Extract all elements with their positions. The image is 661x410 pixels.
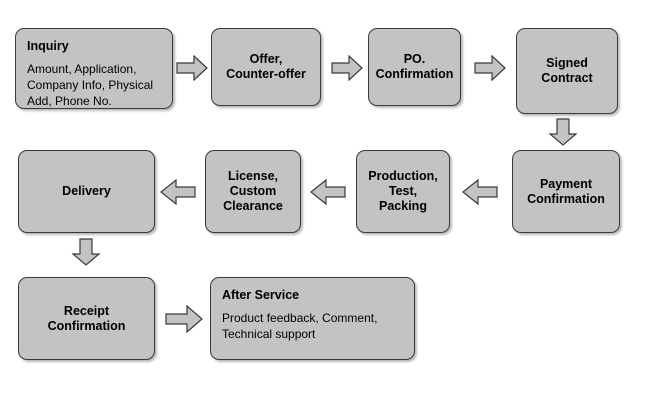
node-production-test-packing-title: Production, Test, Packing	[368, 169, 438, 213]
node-payment-confirmation[interactable]: Payment Confirmation	[512, 150, 620, 233]
node-signed-contract-title: Signed Contract	[541, 56, 593, 85]
node-inquiry[interactable]: Inquiry Amount, Application, Company Inf…	[15, 28, 173, 109]
node-po-confirmation[interactable]: PO. Confirmation	[368, 28, 461, 106]
node-offer-title: Offer, Counter-offer	[226, 52, 306, 81]
node-delivery-title: Delivery	[62, 184, 111, 198]
arrow-right-icon-po-to-signed-contract	[474, 55, 506, 81]
node-production-test-packing[interactable]: Production, Test, Packing	[356, 150, 450, 233]
node-signed-contract[interactable]: Signed Contract	[516, 28, 618, 114]
arrow-right-icon-inquiry-to-offer	[176, 55, 208, 81]
arrow-right-icon-receipt-to-after-service	[165, 305, 203, 333]
node-receipt-confirmation[interactable]: Receipt Confirmation	[18, 277, 155, 360]
node-after-service-content: After Service Product feedback, Comment,…	[211, 278, 414, 351]
node-offer[interactable]: Offer, Counter-offer	[211, 28, 321, 106]
node-after-service-body: Product feedback, Comment, Technical sup…	[222, 311, 378, 341]
node-inquiry-body: Amount, Application, Company Info, Physi…	[27, 62, 154, 108]
arrow-down-icon-signed-contract-to-payment	[548, 118, 578, 146]
arrow-left-icon-production-to-license	[310, 179, 346, 205]
node-inquiry-content: Inquiry Amount, Application, Company Inf…	[16, 29, 172, 118]
node-payment-confirmation-title: Payment Confirmation	[527, 176, 605, 206]
arrow-left-icon-payment-to-production	[462, 179, 498, 205]
node-license-custom-clearance-title: License, Custom Clearance	[223, 169, 283, 213]
node-po-confirmation-title: PO. Confirmation	[375, 52, 454, 81]
arrow-down-icon-delivery-to-receipt	[71, 238, 101, 266]
node-license-custom-clearance[interactable]: License, Custom Clearance	[205, 150, 301, 233]
node-delivery[interactable]: Delivery	[18, 150, 155, 233]
node-after-service[interactable]: After Service Product feedback, Comment,…	[210, 277, 415, 360]
node-receipt-confirmation-title: Receipt Confirmation	[47, 303, 126, 333]
node-inquiry-title: Inquiry	[27, 39, 69, 53]
arrow-right-icon-offer-to-po	[331, 55, 363, 81]
node-after-service-title: After Service	[222, 288, 300, 302]
arrow-left-icon-license-to-delivery	[160, 179, 196, 205]
